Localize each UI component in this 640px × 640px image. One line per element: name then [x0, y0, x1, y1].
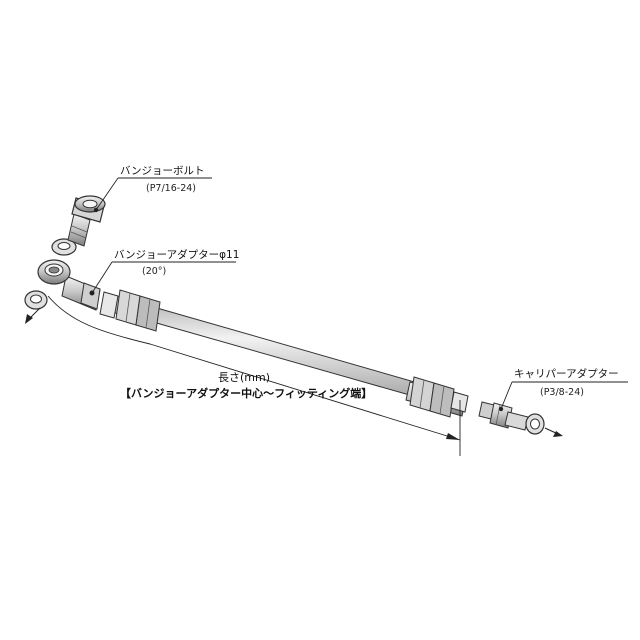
caliper-adapter-spec: (P3/8-24)	[540, 387, 584, 398]
length-dimension	[47, 295, 461, 456]
banjo-adapter-spec: (20°)	[142, 266, 167, 277]
banjo-bolt-label: バンジョーボルト	[120, 165, 205, 177]
length-title: 長さ(mm)	[218, 371, 271, 384]
brake-hose	[145, 305, 426, 399]
leader-lines	[91, 177, 628, 410]
caliper-adapter-label: キャリパーアダプター	[514, 368, 619, 380]
washer-caliper	[525, 413, 545, 435]
washer-lower	[24, 290, 48, 310]
left-arrow-icon	[25, 307, 41, 324]
right-arrow-icon	[544, 427, 563, 437]
banjo-adapter-part	[37, 259, 101, 311]
banjo-bolt-part	[67, 195, 106, 247]
caliper-side-hose-fitting	[405, 376, 469, 418]
washer-upper	[51, 238, 77, 256]
banjo-bolt-spec: (P7/16-24)	[146, 183, 196, 194]
banjo-side-hose-fitting	[99, 289, 161, 332]
length-description: 【バンジョーアダプター中心～フィッティング端】	[120, 387, 373, 400]
banjo-adapter-label: バンジョーアダプターφ11	[114, 249, 240, 261]
caliper-adapter-part	[478, 401, 529, 431]
